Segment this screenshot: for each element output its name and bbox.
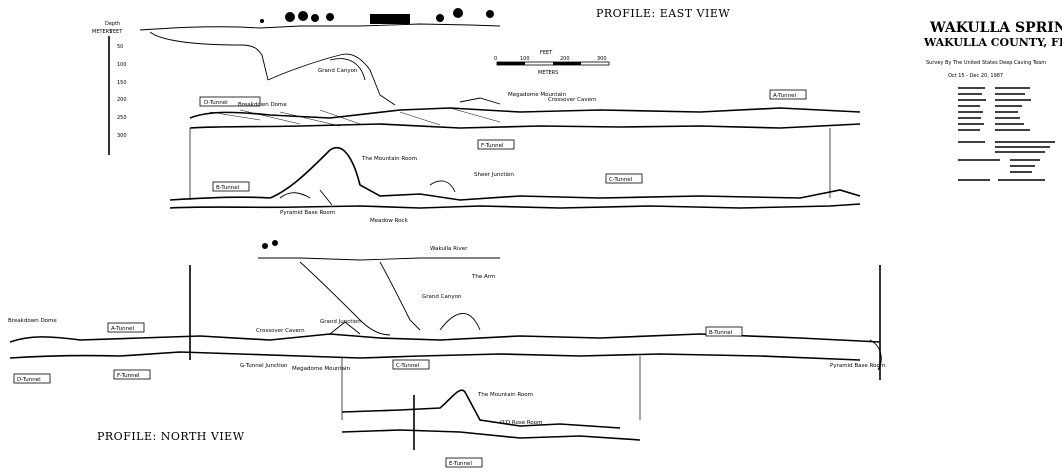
north-c-tunnel-box bbox=[392, 359, 430, 370]
bar-scale: FEET 0 100 200 300 METERS bbox=[494, 50, 610, 76]
east-crossover-label: Crossover Cavern bbox=[548, 97, 597, 103]
north-c-tunnel-label: C-Tunnel bbox=[396, 363, 420, 369]
bar-scale-feet: FEET bbox=[540, 50, 553, 56]
east-lower-passage bbox=[169, 147, 861, 209]
tree-icons bbox=[260, 8, 494, 23]
north-f-tunnel-box bbox=[113, 369, 151, 380]
depth-tick: 300 bbox=[117, 133, 127, 139]
east-sheer-label: Sheer Junction bbox=[474, 172, 514, 178]
d-tunnel-label: D-Tunnel bbox=[204, 100, 228, 106]
north-view-title: PROFILE: NORTH VIEW bbox=[97, 430, 245, 443]
c-tunnel-label: C-Tunnel bbox=[609, 177, 633, 183]
survey-dates: Oct 15 - Dec 20, 1987 bbox=[948, 73, 1003, 79]
east-upper-passage bbox=[189, 53, 861, 129]
a-tunnel-label-box bbox=[769, 89, 807, 100]
north-e-tunnel-box bbox=[445, 457, 483, 468]
lodge-building bbox=[370, 14, 410, 24]
north-depth-scales bbox=[189, 265, 881, 450]
b-tunnel-label-box bbox=[212, 181, 250, 192]
north-g-tunnel-label: G-Tunnel Junction bbox=[240, 363, 288, 369]
team-roster bbox=[958, 87, 1055, 181]
depth-scale-feet: FEET bbox=[110, 29, 123, 35]
north-wakulla-river-label: Wakulla River bbox=[430, 246, 468, 252]
c-tunnel-label-box bbox=[605, 173, 643, 184]
bar-tick: 300 bbox=[597, 56, 607, 62]
north-tree-icons bbox=[262, 240, 278, 249]
north-a-tunnel-label: A-Tunnel bbox=[111, 326, 134, 332]
map-title: WAKULLA SPRINGS bbox=[929, 20, 1062, 36]
east-connectors bbox=[189, 128, 831, 200]
depth-scale-meters: METERS bbox=[92, 29, 112, 35]
f-tunnel-label-box bbox=[477, 139, 515, 150]
depth-tick: 250 bbox=[117, 115, 127, 121]
a-tunnel-label: A-Tunnel bbox=[773, 93, 796, 99]
north-lower-passage bbox=[341, 356, 641, 441]
map-subtitle: WAKULLA COUNTY, FLORIDA bbox=[923, 36, 1062, 49]
d-tunnel-label-box bbox=[199, 96, 261, 107]
depth-tick: 200 bbox=[117, 97, 127, 103]
bar-tick: 200 bbox=[560, 56, 570, 62]
north-surface bbox=[258, 240, 500, 336]
north-rose-label: O'O Rose Room bbox=[500, 420, 543, 426]
bar-tick: 100 bbox=[520, 56, 530, 62]
east-surface bbox=[139, 8, 501, 81]
north-arm-label: The Arm bbox=[471, 274, 495, 280]
north-main-passage bbox=[9, 313, 882, 371]
north-b-tunnel-label: B-Tunnel bbox=[709, 330, 733, 336]
east-meadow-label: Meadow Rock bbox=[370, 218, 409, 224]
east-view-title: PROFILE: EAST VIEW bbox=[596, 7, 730, 20]
east-pyramid-label: Pyramid Base Room bbox=[280, 210, 335, 216]
north-d-tunnel-box bbox=[13, 373, 51, 384]
north-a-tunnel-box bbox=[107, 322, 145, 333]
survey-credit: Survey By The United States Deep Caving … bbox=[926, 60, 1046, 66]
north-pyramid-label: Pyramid Base Room bbox=[830, 363, 885, 369]
bar-tick: 0 bbox=[494, 56, 497, 62]
north-breakdown-label: Breakdown Dome bbox=[8, 318, 57, 324]
north-grand-junction-label: Grand Junction bbox=[320, 319, 361, 325]
depth-scale-header: Depth bbox=[105, 21, 120, 27]
north-megadome-label: Megadome Mountain bbox=[292, 366, 350, 372]
depth-tick: 50 bbox=[117, 44, 123, 50]
east-depth-scale: Depth METERS FEET 50 100 150 200 250 300 bbox=[92, 21, 127, 155]
east-breakdown-label: Breakdown Dome bbox=[238, 102, 287, 108]
north-b-tunnel-box bbox=[705, 326, 743, 337]
north-mountain-label: The Mountain Room bbox=[477, 392, 533, 398]
east-megadome-label: Megadome Mountain bbox=[508, 92, 566, 98]
depth-tick: 100 bbox=[117, 62, 127, 68]
title-block: WAKULLA SPRINGS WAKULLA COUNTY, FLORIDA … bbox=[923, 20, 1062, 181]
east-grand-canyon-label: Grand Canyon bbox=[318, 68, 358, 74]
north-e-tunnel-label: E-Tunnel bbox=[449, 461, 472, 467]
east-mountain-label: The Mountain Room bbox=[361, 156, 417, 162]
north-d-tunnel-label: D-Tunnel bbox=[17, 377, 41, 383]
north-f-tunnel-label: F-Tunnel bbox=[117, 373, 140, 379]
north-grand-canyon-label: Grand Canyon bbox=[422, 294, 462, 300]
north-crossover-label: Crossover Cavern bbox=[256, 328, 305, 334]
bar-scale-meters: METERS bbox=[538, 70, 558, 76]
depth-tick: 150 bbox=[117, 80, 127, 86]
f-tunnel-label: F-Tunnel bbox=[481, 143, 504, 149]
b-tunnel-label: B-Tunnel bbox=[216, 185, 240, 191]
